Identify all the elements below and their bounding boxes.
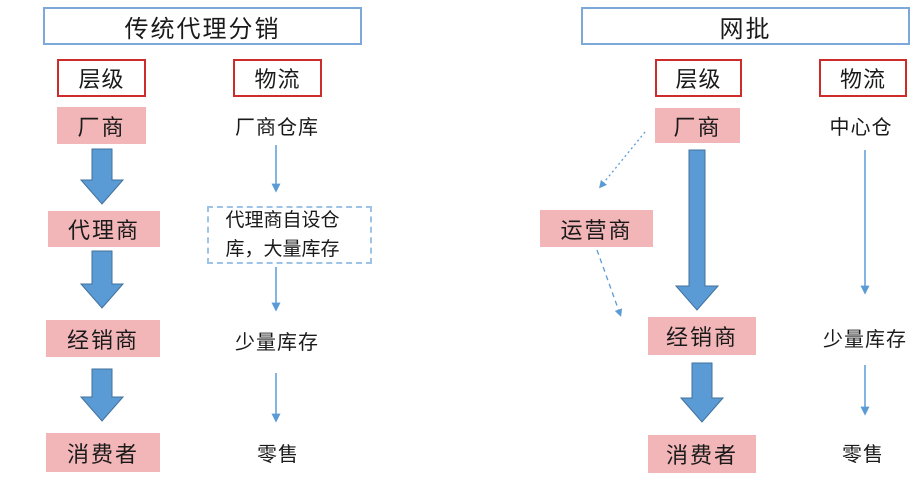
left-thin-arrow-3 (271, 373, 281, 423)
left-logistics-factory-warehouse: 厂商仓库 (235, 116, 319, 139)
left-node-agent: 代理商 (48, 211, 160, 247)
agent-warehouse-text: 代理商自设仓库，大量库存 (225, 209, 340, 260)
left-panel-title: 传统代理分销 (43, 7, 362, 45)
left-logistics-header: 物流 (233, 59, 322, 97)
left-logistics-small-stock: 少量库存 (235, 331, 319, 354)
right-logistics-header: 物流 (819, 59, 907, 97)
right-node-manufacturer: 厂商 (655, 108, 740, 143)
left-node-consumer: 消费者 (46, 433, 160, 472)
right-node-consumer: 消费者 (648, 435, 756, 473)
right-logistics-small-stock: 少量库存 (823, 328, 907, 351)
left-hierarchy-header: 层级 (57, 59, 146, 97)
right-thick-arrow-2 (679, 362, 725, 423)
left-logistics-agent-warehouse: 代理商自设仓库，大量库存 (207, 206, 372, 264)
left-node-manufacturer: 厂商 (57, 107, 146, 144)
left-node-distributor: 经销商 (46, 320, 160, 357)
right-dashed-arrow-2 (596, 249, 623, 317)
left-thick-arrow-2 (79, 250, 125, 309)
right-thick-arrow-1 (674, 149, 720, 311)
left-thick-arrow-3 (79, 368, 125, 422)
right-node-distributor: 经销商 (648, 317, 756, 355)
left-thin-arrow-2 (271, 267, 281, 312)
left-thick-arrow-1 (79, 148, 125, 205)
right-thin-arrow-2 (860, 365, 870, 416)
right-dashed-arrow-1 (599, 131, 646, 189)
right-logistics-retail: 零售 (842, 443, 884, 466)
left-thin-arrow-1 (271, 145, 281, 193)
left-logistics-retail: 零售 (257, 443, 299, 466)
right-thin-arrow-1 (860, 150, 870, 295)
right-node-operator: 运营商 (540, 210, 653, 247)
right-logistics-central-warehouse: 中心仓 (829, 116, 893, 139)
right-hierarchy-header: 层级 (655, 59, 742, 97)
right-panel-title: 网批 (581, 7, 910, 45)
